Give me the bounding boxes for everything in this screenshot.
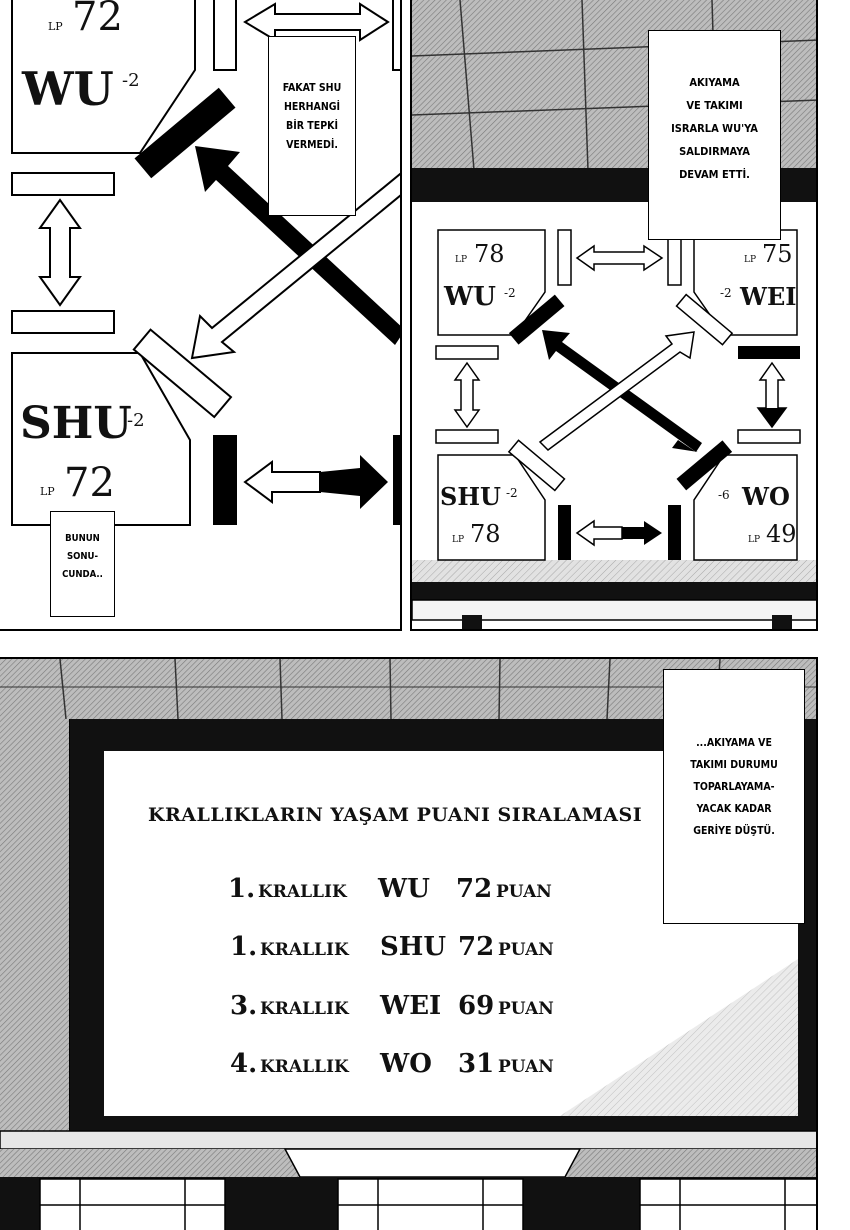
- rank-number: 1.: [228, 874, 256, 904]
- rank-label: KRALLIK: [260, 940, 349, 960]
- rank-label: KRALLIK: [260, 999, 349, 1019]
- wu-modifier: -2: [122, 70, 140, 91]
- rank-kingdom: WU: [378, 874, 430, 904]
- rank-number: 4.: [230, 1049, 258, 1079]
- rank-kingdom: WO: [380, 1049, 432, 1079]
- rank-points: 69: [458, 991, 495, 1021]
- screen-wu-lp-label: LP: [455, 255, 468, 265]
- screen-wu-name: WU: [444, 282, 496, 312]
- wu-lp-label: LP: [48, 20, 63, 33]
- caption-fell-behind: ...AKIYAMA VE TAKIMI DURUMU TOPARLAYAMA-…: [663, 669, 805, 924]
- panel-screen-diagram: LP 78 WU -2 LP 75 -2 WEI SHU -2 LP 78 -6…: [410, 0, 818, 631]
- screen-shu-lp-label: LP: [452, 535, 465, 545]
- rank-number: 3.: [230, 991, 258, 1021]
- rank-points: 72: [458, 932, 495, 962]
- ranking-screen-art: [0, 659, 816, 1230]
- rank-kingdom: WEI: [380, 991, 442, 1021]
- wu-kingdom-name: WU: [22, 62, 114, 116]
- panel-diagram-closeup: LP 72 WU -2 SHU -2 LP 72 FAKAT SHU HERHA…: [0, 0, 402, 631]
- caption-akiyama-attacking: AKIYAMA VE TAKIMI ISRARLA WU'YA SALDIRMA…: [648, 30, 781, 240]
- rank-unit: PUAN: [498, 999, 554, 1019]
- screen-wei-lp-label: LP: [744, 255, 757, 265]
- screen-wu-lp-value: 78: [474, 240, 505, 268]
- screen-wei-lp-value: 75: [762, 240, 793, 268]
- shu-lp-label: LP: [40, 485, 55, 498]
- shu-lp-value: 72: [64, 460, 115, 506]
- ranking-row: 3. KRALLIK WEI 69 PUAN: [230, 991, 554, 1021]
- shu-modifier: -2: [127, 410, 145, 431]
- caption-shu-no-reaction: FAKAT SHU HERHANGİ BİR TEPKİ VERMEDİ.: [268, 36, 356, 216]
- screen-wo-lp-label: LP: [748, 535, 761, 545]
- rank-unit: PUAN: [498, 940, 554, 960]
- ranking-row: 1. KRALLIK SHU 72 PUAN: [230, 932, 554, 962]
- caption-as-a-result: BUNUN SONU- CUNDA..: [50, 511, 115, 617]
- ranking-row: 4. KRALLIK WO 31 PUAN: [230, 1049, 554, 1079]
- diagram-closeup-art: [11, 0, 400, 526]
- screen-shu-modifier: -2: [506, 486, 518, 500]
- rank-label: KRALLIK: [260, 1057, 349, 1077]
- screen-wo-modifier: -6: [718, 488, 730, 502]
- wu-lp-value: 72: [72, 0, 123, 40]
- screen-diagram-art: [412, 0, 816, 629]
- screen-wei-name: WEI: [740, 282, 797, 311]
- panel-ranking-screen: KRALLIKLARIN YAŞAM PUANI SIRALAMASI 1. K…: [0, 657, 818, 1230]
- rank-points: 72: [456, 874, 493, 904]
- shu-kingdom-name: SHU: [20, 398, 132, 449]
- screen-wo-name: WO: [742, 482, 790, 511]
- screen-shu-lp-value: 78: [470, 520, 501, 548]
- ranking-row: 1. KRALLIK WU 72 PUAN: [228, 874, 552, 904]
- rank-label: KRALLIK: [258, 882, 347, 902]
- screen-wo-lp-value: 49: [766, 520, 797, 548]
- ranking-board-title: KRALLIKLARIN YAŞAM PUANI SIRALAMASI: [148, 804, 643, 826]
- rank-unit: PUAN: [496, 882, 552, 902]
- screen-shu-name: SHU: [440, 482, 501, 511]
- rank-number: 1.: [230, 932, 258, 962]
- screen-wu-modifier: -2: [504, 286, 516, 300]
- rank-unit: PUAN: [498, 1057, 554, 1077]
- rank-points: 31: [458, 1049, 495, 1079]
- rank-kingdom: SHU: [380, 932, 447, 962]
- screen-wei-modifier: -2: [720, 286, 732, 300]
